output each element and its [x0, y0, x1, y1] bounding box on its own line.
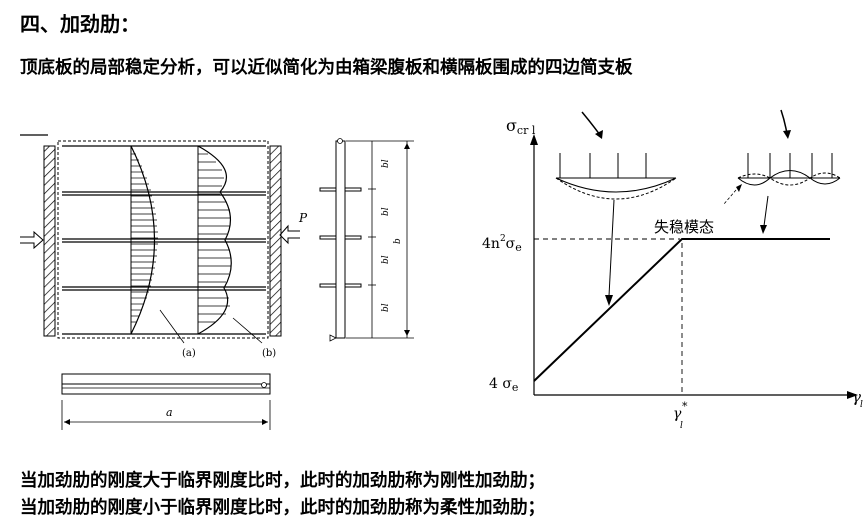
load-arrow-left: [20, 230, 44, 250]
left-support: [43, 145, 56, 337]
y-axis-label: σcr l: [506, 116, 536, 137]
section-heading: 四、加劲肋：: [20, 12, 140, 36]
critical-stress-diagram: σcr l γ l 4n2σe 4 σe γ * l: [482, 109, 863, 431]
plate-boundary: [57, 140, 269, 339]
label-a: (a): [182, 348, 196, 359]
buckling-mode-label: 失稳模态: [654, 218, 714, 236]
right-support: [269, 145, 282, 337]
spacing-label-3: bl: [381, 255, 391, 264]
x-axis-sub: l: [860, 400, 863, 410]
plate-side-view: [61, 373, 271, 430]
spacing-label-2: bl: [381, 207, 391, 216]
buckle-shape-a: [130, 145, 185, 344]
plate-stiffeners: [62, 145, 266, 335]
label-b: (b): [262, 348, 276, 359]
load-label: P: [298, 211, 308, 225]
rigid-buckling-mode: [555, 111, 677, 306]
dimension-a-label: a: [166, 406, 173, 419]
height-label: b: [393, 238, 403, 244]
plate-section-view: [319, 138, 414, 342]
conclusion-flexible: 当加劲肋的刚度小于临界刚度比时，此时的加劲肋称为柔性加劲肋；: [20, 498, 545, 518]
spacing-label-1: bl: [381, 159, 391, 168]
critical-stiffness-sub: l: [680, 421, 683, 431]
load-arrow-right: [279, 224, 300, 245]
spacing-label-4: bl: [381, 303, 391, 312]
critical-stress-curve: [533, 238, 830, 382]
upper-level-label: 4n2σe: [482, 234, 522, 254]
stiffened-plate-figure: (a) (b) P a: [20, 134, 414, 430]
conclusion-rigid: 当加劲肋的刚度大于临界刚度比时，此时的加劲肋称为刚性加劲肋；: [20, 471, 545, 491]
x-axis-label: γ: [852, 388, 861, 406]
lower-level-label: 4 σe: [489, 376, 518, 394]
critical-stiffness-label: γ: [673, 406, 682, 422]
buckle-shape-b: [197, 145, 263, 344]
critical-stiffness-star: *: [682, 400, 688, 413]
section-subtitle: 顶底板的局部稳定分析，可以近似简化为由箱梁腹板和横隔板围成的四边简支板: [20, 58, 633, 78]
flexible-buckling-mode: [723, 109, 841, 234]
